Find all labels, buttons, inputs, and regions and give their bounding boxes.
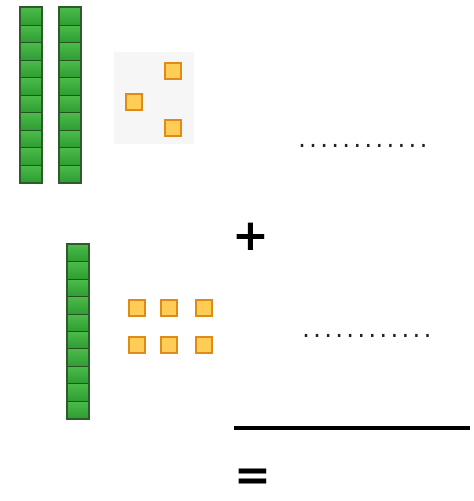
sum-line	[234, 426, 470, 430]
unit-cube	[195, 299, 213, 317]
unit-cube	[160, 299, 178, 317]
unit-cube	[164, 62, 182, 80]
tens-rod	[19, 6, 43, 184]
equals-sign: =	[234, 450, 271, 501]
unit-cube	[160, 336, 178, 354]
answer-blank-2[interactable]: ............	[300, 318, 433, 342]
answer-blank-1[interactable]: ............	[296, 128, 429, 152]
unit-cube	[128, 336, 146, 354]
unit-cube	[128, 299, 146, 317]
unit-cube	[164, 119, 182, 137]
unit-cube	[195, 336, 213, 354]
plus-sign: +	[232, 210, 269, 261]
tens-rod	[58, 6, 82, 184]
tens-rod	[66, 243, 90, 420]
unit-cube	[125, 93, 143, 111]
